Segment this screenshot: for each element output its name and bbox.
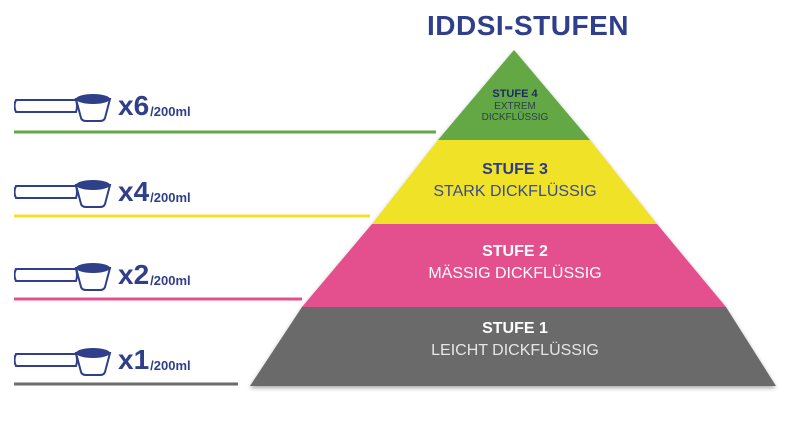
dose-row-level-1: x1 /200ml — [14, 342, 191, 378]
level-2-label: STUFE 2 MÄSSIG DICKFLÜSSIG — [360, 243, 670, 284]
level-3-label: STUFE 3 STARK DICKFLÜSSIG — [395, 161, 635, 202]
dose-row-level-2: x2 /200ml — [14, 257, 191, 293]
level-3-title: STUFE 3 — [482, 161, 548, 178]
dose-amount: x4 — [118, 176, 150, 207]
pyramid-level-3 — [372, 140, 657, 224]
measuring-scoop-icon — [14, 263, 112, 291]
level-2-subtitle: MÄSSIG DICKFLÜSSIG — [428, 265, 602, 283]
dose-amount: x6 — [118, 90, 150, 121]
pyramid-level-1 — [250, 307, 776, 386]
dose-unit: /200ml — [150, 189, 191, 205]
dose-unit: /200ml — [150, 357, 191, 373]
level-4-subtitle-line2: DICKFLÜSSIG — [481, 112, 549, 124]
dose-unit: /200ml — [150, 103, 191, 119]
level-1-subtitle: LEICHT DICKFLÜSSIG — [431, 342, 599, 360]
level-3-subtitle: STARK DICKFLÜSSIG — [433, 183, 597, 201]
measuring-scoop-icon — [14, 348, 112, 376]
level-1-label: STUFE 1 LEICHT DICKFLÜSSIG — [330, 320, 700, 361]
dose-row-level-3: x4 /200ml — [14, 174, 191, 210]
pyramid-level-2 — [302, 224, 726, 307]
diagram-title: IDDSI-STUFEN — [427, 10, 629, 41]
level-4-label: STUFE 4 EXTREM DICKFLÜSSIG — [465, 88, 565, 124]
level-4-subtitle-line1: EXTREM — [494, 100, 536, 112]
level-1-title: STUFE 1 — [482, 320, 548, 337]
dose-unit: /200ml — [150, 272, 191, 288]
level-2-title: STUFE 2 — [482, 243, 548, 260]
dose-row-level-4: x6 /200ml — [14, 88, 191, 124]
dose-amount: x2 — [118, 259, 150, 290]
level-4-title: STUFE 4 — [492, 88, 538, 100]
measuring-scoop-icon — [14, 94, 112, 122]
measuring-scoop-icon — [14, 180, 112, 208]
dose-amount: x1 — [118, 344, 150, 375]
pyramid-level-4 — [438, 50, 590, 140]
